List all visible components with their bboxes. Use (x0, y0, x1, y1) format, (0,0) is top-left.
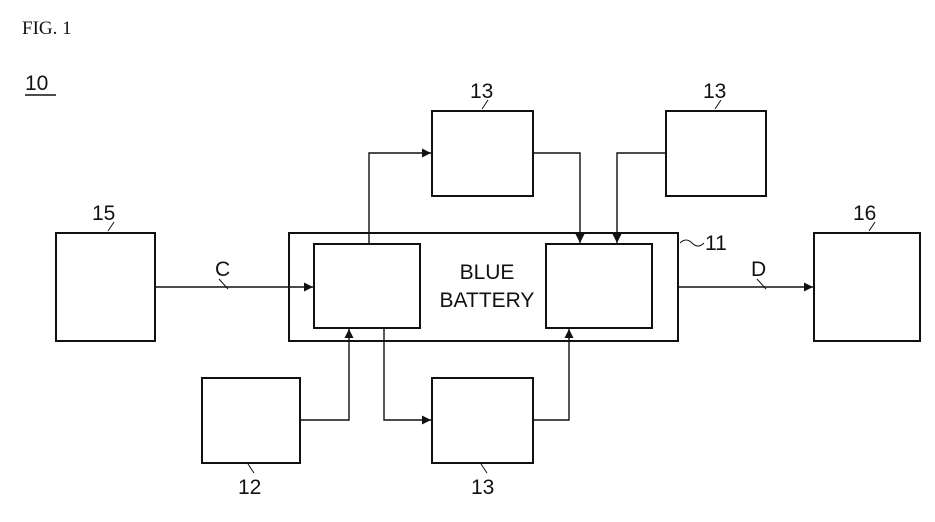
battery-output-block (546, 244, 652, 328)
source-12-to-input-block-arrow (300, 329, 349, 420)
module-13-top-right-label: 13 (703, 80, 726, 103)
figure-title: FIG. 1 (22, 18, 72, 39)
input-device-15-label: 15 (92, 202, 115, 225)
system-reference-label: 10 (25, 72, 48, 95)
battery-ref-label: 11 (705, 232, 727, 255)
module-13-top-left-label: 13 (470, 80, 493, 103)
module-13-top-left-box (432, 111, 533, 196)
input-device-15-box (56, 233, 155, 341)
output-device-16-box (814, 233, 920, 341)
module-13-bottom-label: 13 (471, 476, 494, 499)
source-12-leader (248, 464, 254, 473)
bottom-module-to-output-block-arrow (533, 329, 569, 420)
module-13-bottom-leader (481, 464, 487, 473)
input-block-to-top-module-arrow (369, 153, 431, 244)
module-13-bottom-box (432, 378, 533, 463)
signal-c-label: C (215, 258, 230, 281)
source-12-box (202, 378, 300, 463)
battery-label-line1: BLUE (460, 261, 515, 284)
top-right-module-to-output-block-arrow (617, 153, 666, 243)
battery-label-line2: BATTERY (440, 289, 535, 312)
top-left-module-to-output-block-arrow (533, 153, 580, 243)
battery-input-block (314, 244, 420, 328)
module-13-top-right-box (666, 111, 766, 196)
signal-d-label: D (751, 258, 766, 281)
battery-ref-leader (680, 240, 704, 246)
source-12-label: 12 (238, 476, 261, 499)
output-device-16-label: 16 (853, 202, 876, 225)
